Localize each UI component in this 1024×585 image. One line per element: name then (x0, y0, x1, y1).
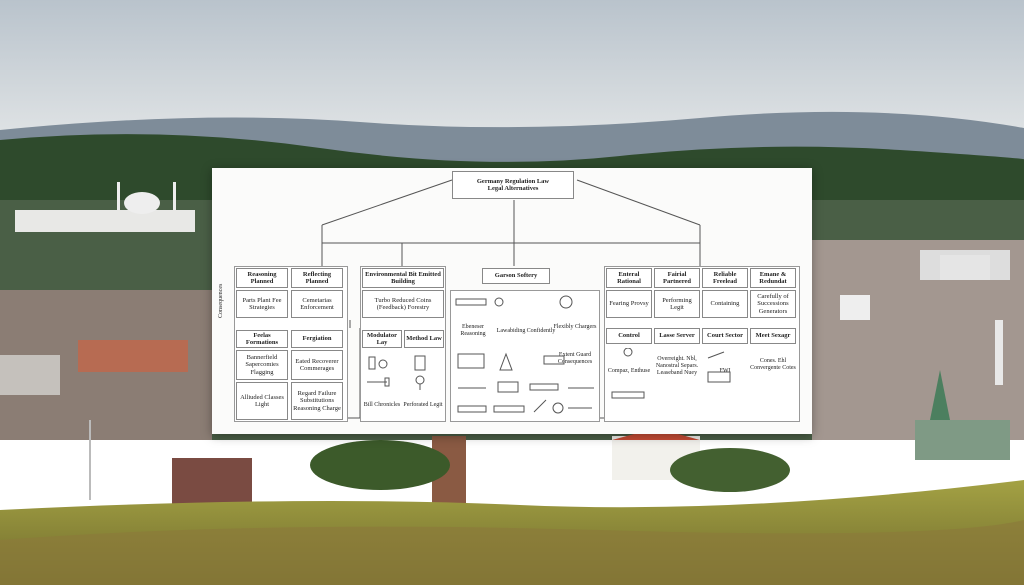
right-bottom-title-4: Meet Sexagr (750, 328, 796, 344)
right-top-title-4: Emane & Redundat (750, 268, 796, 288)
mid2-branch-panel (450, 290, 600, 422)
side-label: Consequences (218, 283, 224, 318)
right-bottom-body-3: FWI (719, 368, 731, 374)
mid1-caption-2: Perforated Legit (403, 402, 443, 408)
right-top-title-2: Fairial Partnered (654, 268, 700, 288)
legal-alternatives-diagram: Germany Regulation Law Legal Alternative… (212, 168, 812, 434)
right-icon-group (611, 348, 731, 399)
mid1-body: Turbo Reduced Coins (Feedback) Forestry (362, 290, 444, 318)
left-bottom-title-1: Feelas Formations (236, 330, 288, 348)
left-top-body-2: Cemetarias Enforcement (291, 290, 343, 318)
mid1-title: Environmental Bit Emitted Building (362, 268, 444, 288)
mid2-item-3: Confidently (526, 328, 556, 334)
right-top-body-4: Carefully of Successions Generators (750, 290, 796, 318)
connector-lines (321, 179, 701, 419)
mid1-caption-1: Bill Chronicles (363, 402, 401, 408)
left-top-body-1: Parts Plant Fee Strategies (236, 290, 288, 318)
right-bottom-title-3: Court Sector (702, 328, 748, 344)
chart-title-line-2: Legal Alternatives (487, 185, 539, 192)
left-bottom-body-1: Bannerfield Sapercomies Flagging (236, 350, 288, 380)
right-bottom-title-2: Lasse Server (654, 328, 700, 344)
left-bottom-body-3: Alliuded Classes Light (236, 382, 288, 420)
right-top-body-3: Containing (702, 290, 748, 318)
mid2-title: Garson Softery (482, 268, 550, 284)
right-top-body-2: Performing Legit (654, 290, 700, 318)
left-bottom-title-2: Fergiation (291, 330, 343, 348)
mid1-sub-title-2: Method Law (404, 330, 444, 348)
left-bottom-body-2: Eated Recoverer Commerages (291, 350, 343, 380)
right-top-title-3: Reliable Freelead (702, 268, 748, 288)
left-top-title-2: Reflecting Planned (291, 268, 343, 288)
chart-title-line-1: Germany Regulation Law (476, 177, 550, 185)
right-bottom-title-1: Control (606, 328, 652, 344)
mid2-item-4: Flexibly Chargers (553, 324, 597, 330)
right-bottom-body-1: Compaz, Enthuse (607, 368, 651, 374)
right-bottom-body-4: Cones. Ehl Convergente Cotes (750, 358, 796, 371)
mid2-item-2: Lawabiding (496, 328, 526, 334)
right-bottom-body-2: Overreight. Nbl, Nanostral Separs. Lease… (655, 356, 699, 376)
mid2-item-5: Extent Guard Consequences (557, 352, 593, 365)
right-top-body-1: Fearing Provsy (606, 290, 652, 318)
chart-title-box: Germany Regulation Law Legal Alternative… (452, 171, 574, 199)
mid2-icon-grid (455, 295, 594, 414)
mid2-item-1: Ebeneser Reasoning (460, 324, 486, 337)
right-top-title-1: Enteral Rational (606, 268, 652, 288)
left-bottom-body-4: Regard Failure Substitutions Reasoning C… (291, 382, 343, 420)
mid1-sub-title-1: Modulator Lay (362, 330, 402, 348)
left-top-title-1: Reasoning Planned (236, 268, 288, 288)
